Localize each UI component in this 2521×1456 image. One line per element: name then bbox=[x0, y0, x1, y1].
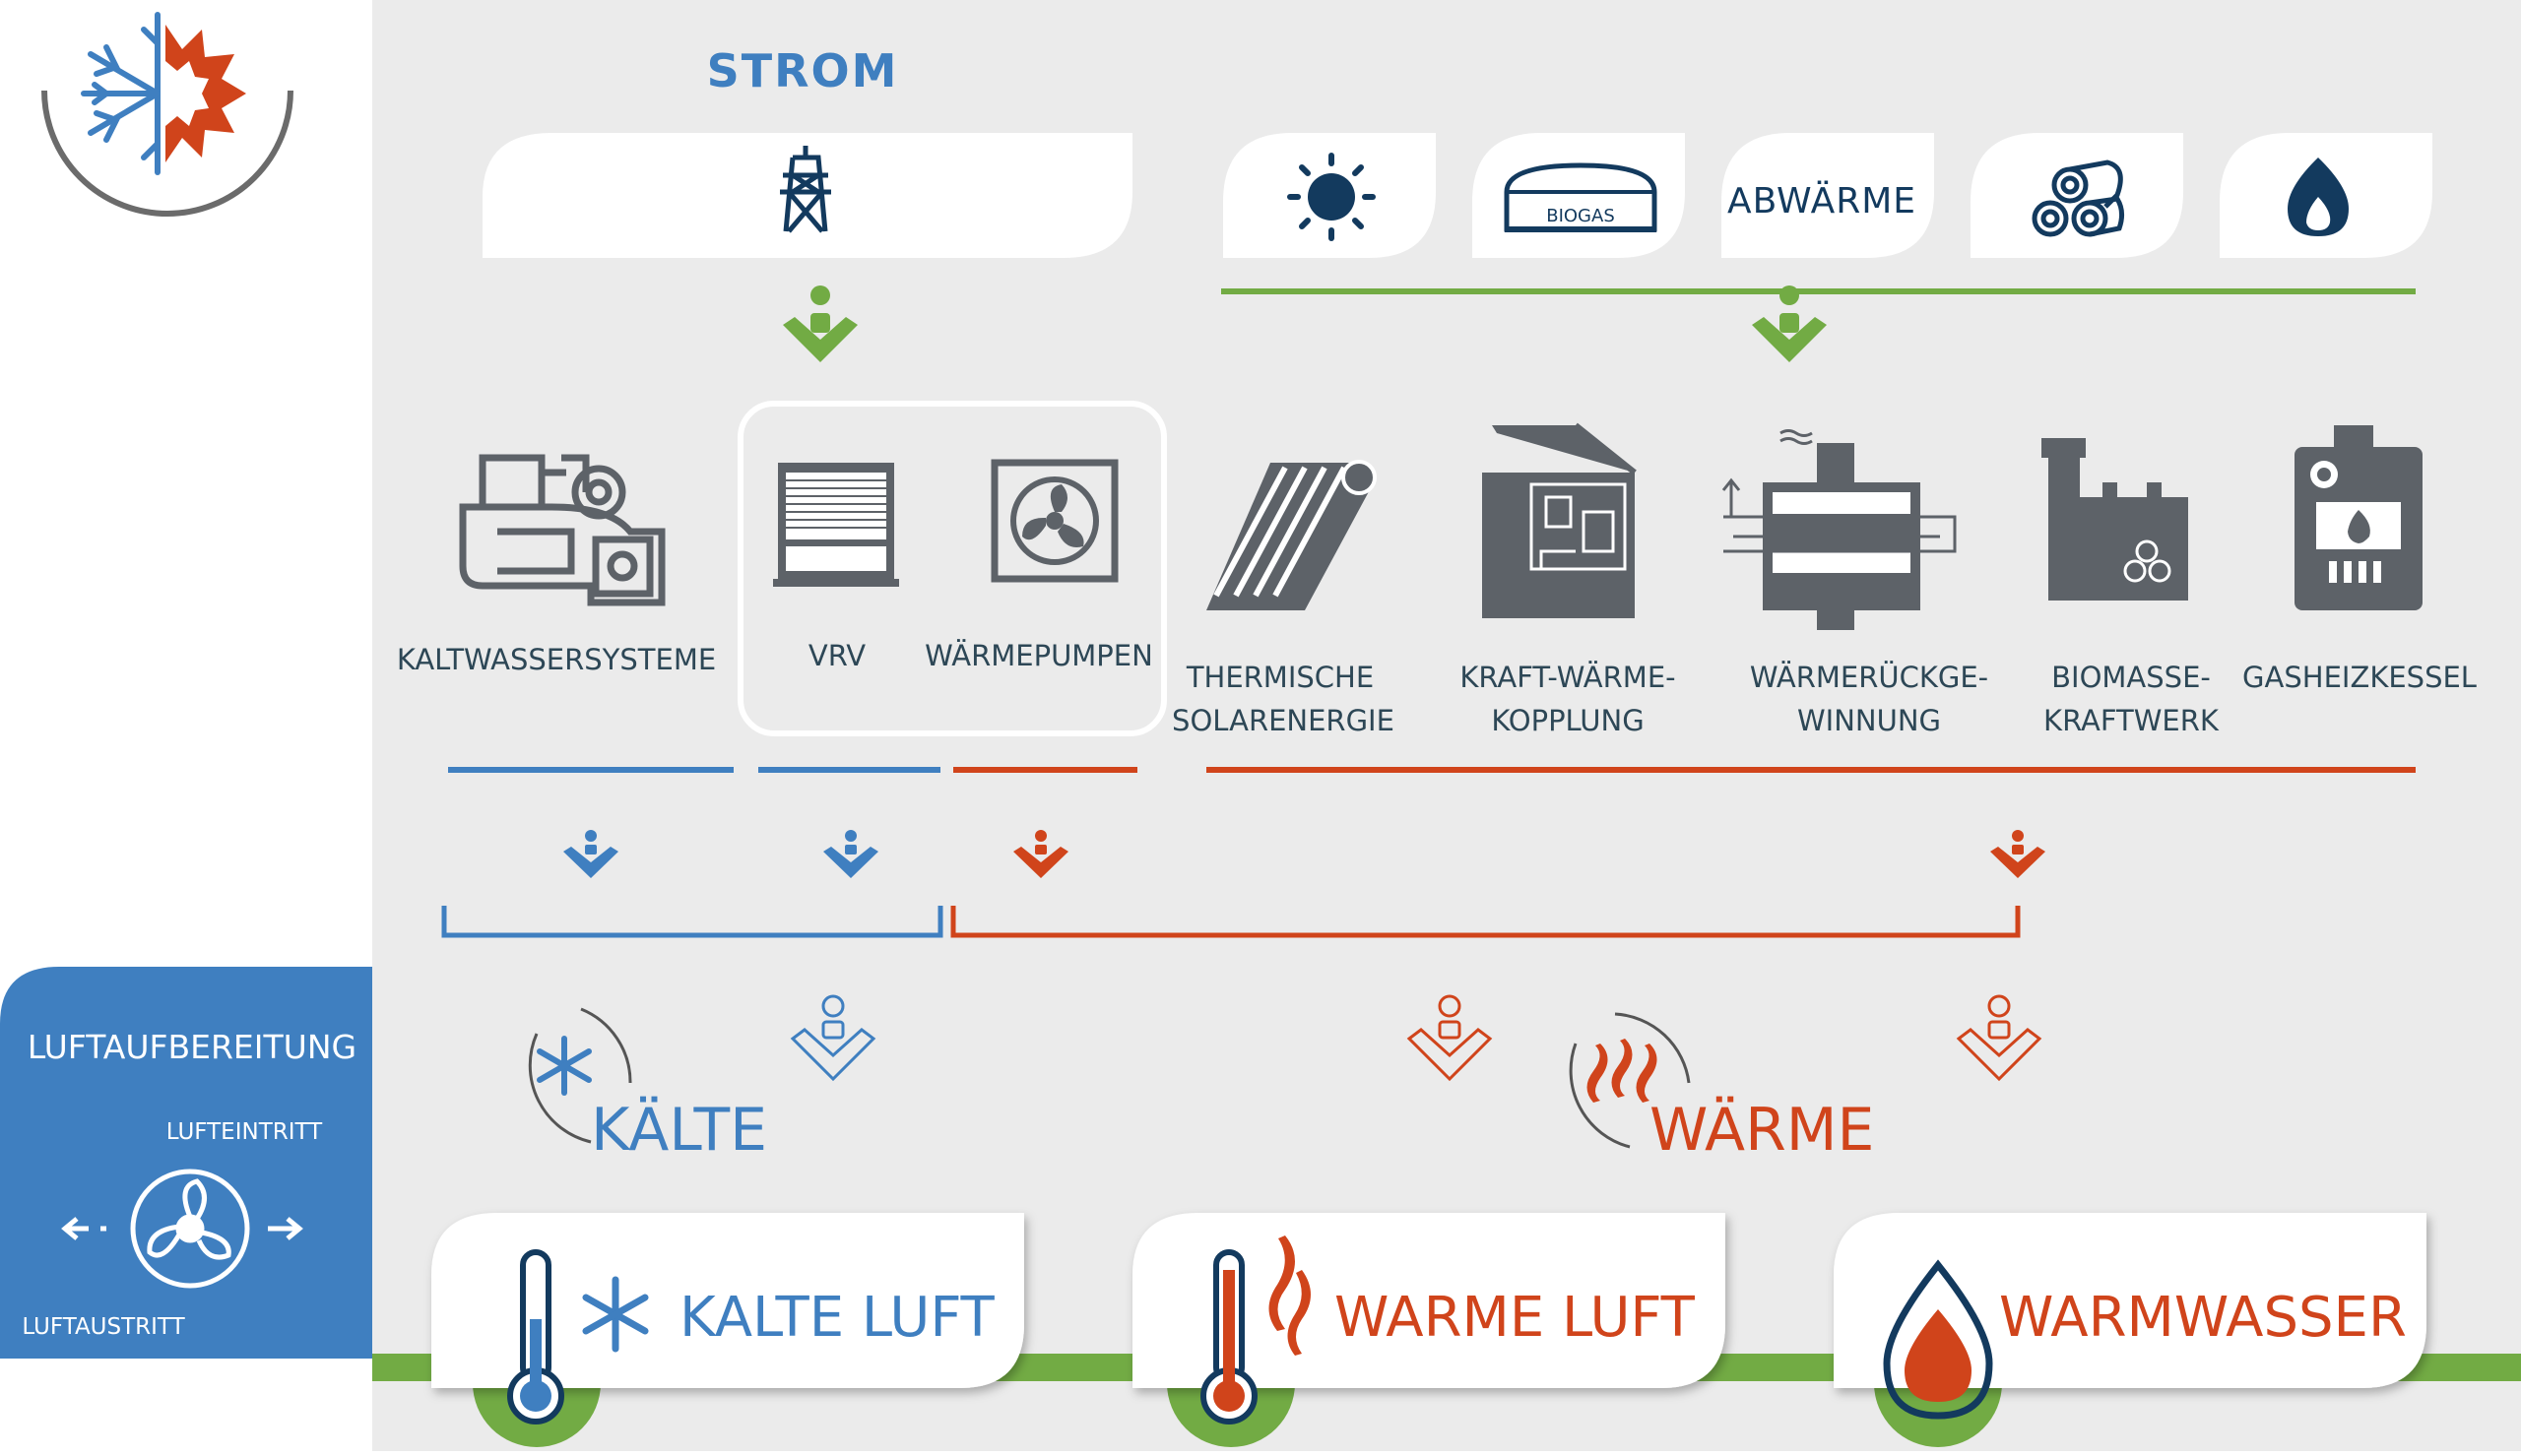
warm-air-label: WARME LUFT bbox=[1334, 1286, 1696, 1350]
heat-waves-icon bbox=[1268, 1235, 1311, 1356]
chp-engine-icon bbox=[1482, 422, 1637, 618]
vrv-unit-icon bbox=[773, 463, 899, 587]
green-down-arrow-strom-icon bbox=[783, 285, 858, 362]
waerme-arc bbox=[1569, 1043, 1631, 1149]
red-down-arrow-icon bbox=[1990, 830, 2045, 878]
blue-down-arrow-icon bbox=[563, 830, 618, 878]
heat-pump-fan-icon bbox=[991, 459, 1119, 583]
air-outlet-label: LUFTAUSTRITT bbox=[22, 1314, 185, 1340]
cold-air-card bbox=[431, 1213, 1024, 1388]
waerme-arc bbox=[1614, 1012, 1691, 1084]
abwaerme-label: ABWÄRME bbox=[1727, 180, 1916, 222]
warm-air-card bbox=[1132, 1213, 1725, 1388]
heat-bracket bbox=[950, 906, 2021, 938]
label-biomasse-line1: BIOMASSE- bbox=[2051, 661, 2211, 694]
hot-water-label: WARMWASSER bbox=[1999, 1286, 2407, 1350]
label-solar-line2: SOLARENERGIE bbox=[1172, 704, 1394, 737]
heat-recovery-icon bbox=[1721, 429, 1957, 630]
label-waermepumpen: WÄRMEPUMPEN bbox=[925, 639, 1153, 672]
gas-boiler-icon bbox=[2295, 425, 2423, 610]
red-outline-arrow-icon bbox=[1406, 994, 1493, 1082]
green-down-arrow-heat-icon bbox=[1752, 285, 1827, 362]
label-biomasse-line2: KRAFTWERK bbox=[2043, 704, 2220, 737]
blue-outline-arrow-icon bbox=[790, 994, 876, 1082]
wood-logs-icon bbox=[2032, 159, 2125, 237]
label-solar-line1: THERMISCHE bbox=[1186, 661, 1374, 694]
solar-collector-icon bbox=[1206, 460, 1377, 610]
kaelte-arc bbox=[528, 1033, 592, 1144]
strom-label: STROM bbox=[707, 44, 899, 97]
snowflake-icon bbox=[582, 1276, 649, 1353]
water-drop-icon bbox=[1883, 1259, 1993, 1420]
heat-waves-icon bbox=[1586, 1039, 1657, 1103]
label-vrv: VRV bbox=[808, 639, 866, 672]
strom-source-card bbox=[483, 133, 1132, 258]
abwaerme-source-card bbox=[1721, 133, 1934, 258]
waerme-label: WÄRME bbox=[1649, 1095, 1874, 1165]
biogas-label: BIOGAS bbox=[1546, 206, 1615, 226]
air-inlet-label: LUFTEINTRITT bbox=[166, 1119, 323, 1145]
label-gasheizkessel: GASHEIZKESSEL bbox=[2242, 661, 2477, 694]
thermometer-warm-icon bbox=[1200, 1249, 1258, 1424]
label-wrg-line1: WÄRMERÜCKGE- bbox=[1750, 661, 1988, 694]
label-kwk-line2: KOPPLUNG bbox=[1491, 704, 1644, 737]
kaelte-arc bbox=[580, 1007, 632, 1084]
hot-water-card bbox=[1834, 1213, 2426, 1388]
kaelte-label: KÄLTE bbox=[591, 1095, 767, 1165]
sun-icon bbox=[1287, 153, 1376, 241]
label-kaltwassersysteme: KALTWASSERSYSTEME bbox=[397, 643, 716, 676]
label-kwk-line1: KRAFT-WÄRME- bbox=[1459, 661, 1675, 694]
red-outline-arrow-icon bbox=[1956, 994, 2042, 1082]
logo-icon bbox=[41, 12, 293, 217]
biogas-tank-icon: BIOGAS bbox=[1504, 162, 1657, 232]
blue-down-arrow-icon bbox=[823, 830, 878, 878]
label-wrg-line2: WINNUNG bbox=[1797, 704, 1941, 737]
thermometer-cold-icon bbox=[507, 1249, 564, 1424]
cold-air-label: KALTE LUFT bbox=[679, 1286, 996, 1350]
cold-bracket bbox=[441, 906, 943, 938]
biomass-source-card bbox=[1971, 133, 2183, 258]
chiller-icon bbox=[459, 454, 666, 606]
electric-heatpump-group bbox=[738, 401, 1167, 736]
snowflake-icon bbox=[537, 1036, 592, 1096]
air-handling-fan-icon bbox=[61, 1169, 303, 1289]
red-down-arrow-icon bbox=[1013, 830, 1068, 878]
air-treatment-title: LUFTAUFBEREITUNG bbox=[28, 1028, 356, 1066]
power-pylon-icon bbox=[780, 146, 831, 233]
biomass-plant-icon bbox=[2041, 438, 2188, 601]
gas-flame-icon bbox=[2288, 158, 2349, 236]
air-treatment-panel bbox=[0, 967, 372, 1359]
